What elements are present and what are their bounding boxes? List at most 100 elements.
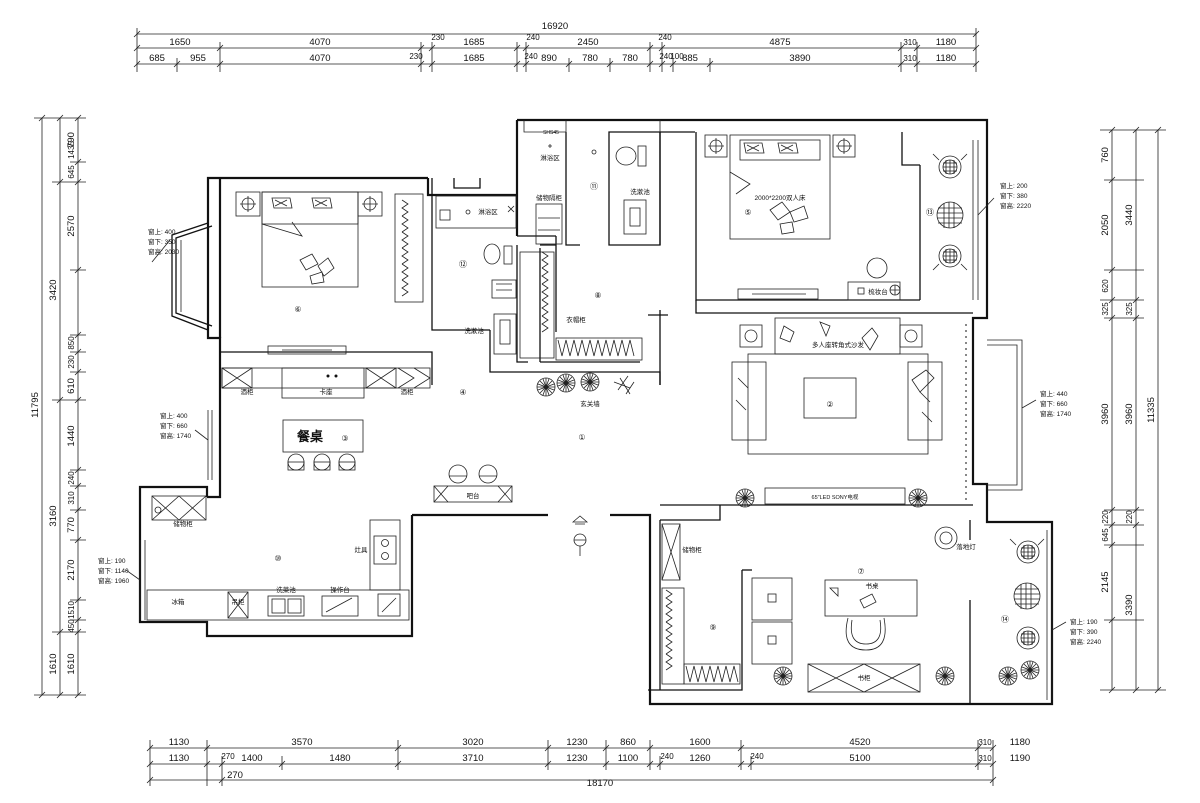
svg-text:窗高: 1740: 窗高: 1740 xyxy=(160,431,191,440)
left-inner-value: 230 xyxy=(67,355,76,369)
bot-row2-value: 1230 xyxy=(566,753,587,764)
porch-wall-label: 玄关墙 xyxy=(580,399,600,408)
left-inner-value: 450 xyxy=(67,619,76,633)
svg-text:窗高: 2030: 窗高: 2030 xyxy=(148,247,179,256)
left-inner-value: 2170 xyxy=(66,559,77,580)
top-row2-value: 310 xyxy=(903,54,917,63)
card-seat-label: 卡座 xyxy=(320,387,334,396)
top-row2-value: 955 xyxy=(190,53,206,64)
right-dims-value: 220 xyxy=(1101,510,1110,524)
left-inner-value: 645 xyxy=(67,165,76,179)
top-row2-value: 1685 xyxy=(463,53,484,64)
shower-12-label: 淋浴区 xyxy=(478,207,498,216)
cupboard-label: 吊柜 xyxy=(232,597,246,606)
svg-text:窗高: 1740: 窗高: 1740 xyxy=(1040,409,1071,418)
room-14-balcony: ⑭ xyxy=(998,538,1045,686)
room-label-3: ③ xyxy=(341,434,348,443)
right-dims-value: 11335 xyxy=(1146,397,1157,423)
bot-row1-value: 1130 xyxy=(169,737,189,748)
left-inner-value: 1510 xyxy=(67,601,76,619)
top-row1-value: 1685 xyxy=(463,37,484,48)
top-row2-value: 685 xyxy=(149,53,165,64)
wardrobe-6 xyxy=(394,193,424,303)
svg-text:窗高: 2240: 窗高: 2240 xyxy=(1070,637,1101,646)
left-inner-value: 1435 xyxy=(67,141,76,159)
bot-row2-value: 1130 xyxy=(169,753,189,764)
counter-label: 操作台 xyxy=(330,585,350,594)
bot-row1-value: 860 xyxy=(620,737,636,748)
right-dims-value: 220 xyxy=(1125,510,1134,524)
bot-row2-value: 1190 xyxy=(1010,753,1030,764)
bot-row2-value: 1260 xyxy=(689,753,710,764)
room-7-study: 书桌 书柜 落地灯 ⑦ xyxy=(751,526,976,693)
basin-11 xyxy=(623,199,647,235)
top-row2-value: 240 xyxy=(659,52,673,61)
left-inner-value: 1440 xyxy=(66,425,77,446)
dressing-label: 梳妆台 xyxy=(868,287,888,296)
room-label-6: ⑥ xyxy=(294,305,301,314)
room-label-14: ⑭ xyxy=(1001,615,1009,624)
desk-label: 书桌 xyxy=(866,581,880,590)
sink-label: 洗菜池 xyxy=(276,585,296,594)
room-10-kitchen: 储物柜 吊柜 冰箱 洗菜池 操作台 灶具 ⑩ xyxy=(146,495,410,621)
right-dims-value: 2050 xyxy=(1100,214,1111,235)
left-inner-value: 310 xyxy=(67,491,76,505)
top-row2-value: 780 xyxy=(622,53,638,64)
dim-bottom-270: 270 xyxy=(227,770,243,781)
right-dims-value: 645 xyxy=(1101,528,1110,542)
top-row1-value: 240 xyxy=(658,33,672,42)
room-label-2: ② xyxy=(826,400,833,409)
right-dims-value: 3960 xyxy=(1124,403,1135,424)
nightstand-left xyxy=(235,191,261,217)
top-row2-value: 780 xyxy=(582,53,598,64)
top-row1-value: 2450 xyxy=(577,37,598,48)
room-label-9: ⑨ xyxy=(709,623,716,632)
room-label-5: ⑤ xyxy=(744,208,751,217)
svg-text:窗上: 400: 窗上: 400 xyxy=(148,227,176,236)
bot-row1-value: 1230 xyxy=(566,737,587,748)
shower-11-label: 淋浴区 xyxy=(540,153,560,162)
storage-11-label: 储物隔柜 xyxy=(536,193,563,202)
top-row1-value: 240 xyxy=(526,33,540,42)
left-inner-value: 610 xyxy=(66,378,77,394)
room-label-10: ⑩ xyxy=(274,554,281,563)
left-inner-value: 240 xyxy=(67,471,76,485)
wine-cabinet-right-label: 酒柜 xyxy=(401,387,415,396)
room-2-living: 多人座转角式沙发 ② 65"LED SONY电视 xyxy=(731,317,967,508)
svg-text:窗高: 1960: 窗高: 1960 xyxy=(98,576,129,585)
svg-text:窗下: 660: 窗下: 660 xyxy=(1040,399,1068,408)
desk xyxy=(824,579,918,617)
bot-row2-value: 1100 xyxy=(618,753,638,764)
wardrobe-8-label: 衣帽柜 xyxy=(566,315,586,324)
right-dims-value: 760 xyxy=(1100,147,1111,163)
bookcase-label: 书柜 xyxy=(858,673,872,682)
room-label-1: ① xyxy=(578,433,585,442)
left-outer-value: 3160 xyxy=(48,505,59,526)
left-outer-value: 3420 xyxy=(48,279,59,300)
bot-row1-value: 3020 xyxy=(462,737,483,748)
sofa-right xyxy=(907,361,943,441)
top-row2-value: 100 xyxy=(670,52,684,61)
svg-text:窗上: 200: 窗上: 200 xyxy=(1000,181,1028,190)
card-seat xyxy=(281,367,365,399)
room-label-4: ④ xyxy=(459,388,466,397)
svg-text:窗上: 190: 窗上: 190 xyxy=(98,556,126,565)
room-label-8: ⑧ xyxy=(594,291,601,300)
bot-row1-value: 310 xyxy=(978,738,992,747)
bot-row1-value: 3570 xyxy=(291,737,312,748)
dining-table-label: 餐桌 xyxy=(296,429,324,444)
top-row1-value: 310 xyxy=(903,38,917,47)
coffee-table xyxy=(803,377,857,419)
bed-6 xyxy=(261,191,359,288)
room-11-bathroom: SHS45 淋浴区 储物隔柜 洗漱池 ⑪ xyxy=(535,130,650,245)
stove-label: 灶具 xyxy=(355,545,369,554)
entrance-marker xyxy=(571,515,589,556)
nightstand-right xyxy=(357,191,383,217)
top-row2-value: 890 xyxy=(541,53,557,64)
